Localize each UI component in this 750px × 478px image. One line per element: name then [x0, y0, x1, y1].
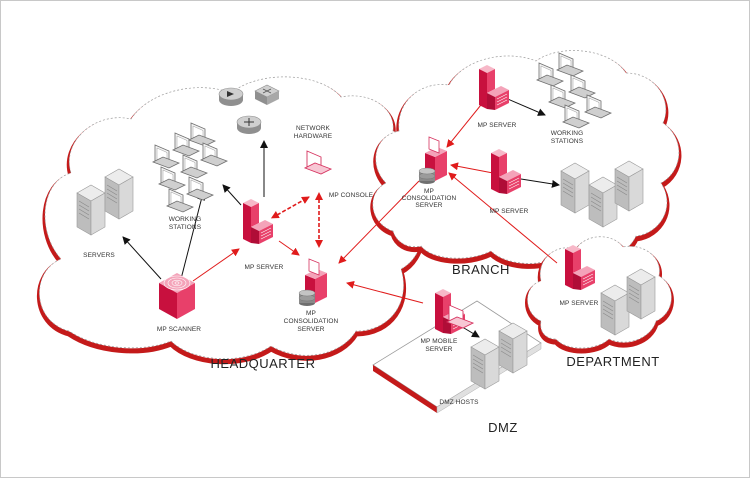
hq-consol-label-2: CONSOLIDATION [284, 318, 339, 325]
branch-mp-server-top-label: MP SERVER [478, 122, 517, 129]
branch-arrows [338, 94, 560, 264]
branch-consol-label-2: CONSOLIDATION [402, 195, 457, 202]
mp-console-label: MP CONSOLE [329, 192, 374, 199]
branch-consol-label-1: MP [424, 188, 434, 195]
mp-scanner-label: MP SCANNER [157, 326, 201, 333]
mp-scanner-icon [163, 275, 191, 291]
server-tower-icon [600, 284, 630, 336]
branch-consol-label-3: SERVER [415, 202, 442, 209]
switch-icon [254, 84, 280, 105]
department-cloud [525, 236, 674, 354]
branch-working-label-1: WORKING [551, 130, 583, 137]
hq-red-arrows [192, 192, 323, 282]
server-tower-icon [104, 168, 134, 220]
server-tower-icon [470, 338, 500, 390]
branch-mp-server-mid-label: MP SERVER [490, 208, 529, 215]
zone-department: DEPARTMENT [566, 354, 659, 369]
server-tower-icon [76, 184, 106, 236]
server-tower-icon [588, 176, 618, 228]
branch-working-label-2: STATIONS [551, 138, 584, 145]
mobile-label-1: MP MOBILE [421, 338, 458, 345]
hq-mp-server-label: MP SERVER [245, 264, 284, 271]
zone-headquarter: HEADQUARTER [211, 356, 316, 371]
server-tower-icon [498, 322, 528, 374]
hq-consol-label-3: SERVER [297, 326, 324, 333]
dept-mp-server-label: MP SERVER [560, 300, 599, 307]
mp-scanner[interactable] [159, 273, 195, 319]
hq-working-label-2: STATIONS [169, 224, 202, 231]
network-label-1: NETWORK [296, 125, 330, 132]
zone-dmz: DMZ [488, 420, 518, 435]
server-tower-icon [560, 162, 590, 214]
branch-cloud [370, 50, 682, 269]
hq-working-label-1: WORKING [169, 216, 201, 223]
dmz-hosts-label: DMZ HOSTS [439, 399, 479, 406]
zone-branch: BRANCH [452, 262, 510, 277]
server-tower-icon [626, 268, 656, 320]
hq-servers-label: SERVERS [83, 252, 115, 259]
router-icon [236, 115, 262, 135]
mobile-label-2: SERVER [425, 346, 452, 353]
hq-black-arrows [122, 140, 268, 280]
network-label-2: HARDWARE [294, 133, 333, 140]
hq-consol-label-1: MP [306, 310, 316, 317]
network-hardware[interactable] [218, 84, 280, 135]
router-icon [218, 87, 244, 107]
server-tower-icon [614, 160, 644, 212]
